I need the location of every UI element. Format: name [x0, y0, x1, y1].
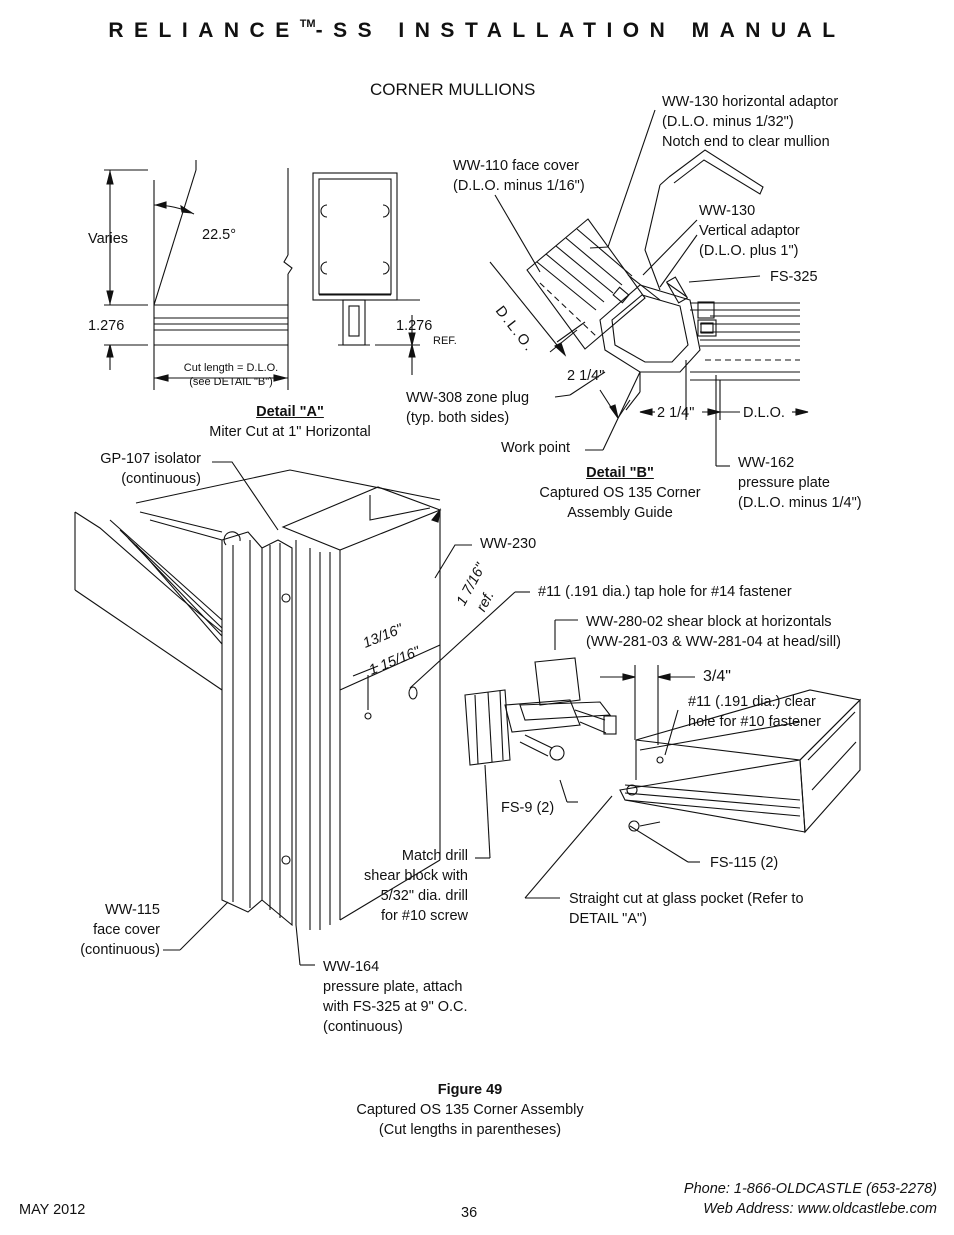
ww308-line-2: (typ. both sides): [406, 410, 510, 426]
ww115-line-3: (continuous): [80, 942, 160, 958]
figure-caption-text: Captured OS 135 Corner Assembly: [356, 1102, 584, 1118]
dim-2-1-4-horizontal: 2 1/4": [657, 405, 695, 421]
ww164-label: WW-164 pressure plate, attach with FS-32…: [323, 957, 468, 1037]
clear-hole-line-1: #11 (.191 dia.) clear: [688, 694, 816, 710]
detail-a-caption: Detail "A" Miter Cut at 1" Horizontal: [190, 402, 390, 442]
gp107-label: GP-107 isolator (continuous): [60, 449, 201, 489]
ww130v-line-1: WW-130: [699, 203, 756, 219]
figure-note: (Cut lengths in parentheses): [378, 1122, 562, 1138]
figure-number: Figure 49: [437, 1082, 503, 1098]
detail-a-dim-left: 1.276: [88, 318, 125, 334]
header-title: -SS INSTALLATION MANUAL: [315, 19, 846, 42]
detail-a-varies-label: Varies: [88, 231, 129, 247]
detail-b-subtitle-1: Captured OS 135 Corner: [539, 485, 701, 501]
match-drill-label: Match drill shear block with 5/32" dia. …: [337, 846, 468, 926]
ww130-vertical-label: WW-130 Vertical adaptor (D.L.O. plus 1"): [699, 201, 800, 261]
clear-hole-label: #11 (.191 dia.) clear hole for #10 faste…: [688, 692, 821, 732]
match-drill-line-2: shear block with: [364, 868, 468, 884]
ww130v-line-2: Vertical adaptor: [699, 223, 800, 239]
ww280-line-1: WW-280-02 shear block at horizontals: [586, 614, 832, 630]
ww164-line-3: with FS-325 at 9" O.C.: [323, 999, 468, 1015]
straight-cut-line-2: DETAIL "A"): [569, 911, 647, 927]
figure-caption: Figure 49 Captured OS 135 Corner Assembl…: [320, 1080, 620, 1140]
ww110-line-1: WW-110 face cover: [453, 158, 579, 174]
footer-page-number: 36: [461, 1205, 478, 1221]
ww115-line-2: face cover: [93, 922, 160, 938]
ww115-line-1: WW-115: [104, 902, 160, 918]
footer-contact: Phone: 1-866-OLDCASTLE (653-2278) Web Ad…: [600, 1179, 937, 1219]
ww130h-line-2: (D.L.O. minus 1/32"): [662, 114, 794, 130]
match-drill-line-4: for #10 screw: [380, 908, 468, 924]
straight-cut-line-1: Straight cut at glass pocket (Refer to: [569, 891, 804, 907]
ww280-label: WW-280-02 shear block at horizontals (WW…: [586, 612, 841, 652]
ww115-label: WW-115 face cover (continuous): [60, 900, 160, 960]
detail-a-dim-right: 1.276: [396, 318, 433, 334]
cut-length-line-2: (see DETAIL "B"): [189, 376, 273, 388]
detail-a-subtitle: Miter Cut at 1" Horizontal: [209, 424, 371, 440]
ww130v-line-3: (D.L.O. plus 1"): [699, 243, 799, 259]
detail-a-miter-drawing: [104, 160, 420, 390]
gp107-line-2: (continuous): [121, 471, 201, 487]
ww110-label: WW-110 face cover (D.L.O. minus 1/16"): [453, 156, 585, 196]
fs325-label: FS-325: [770, 269, 818, 285]
manual-header: RELIANCETM-SS INSTALLATION MANUAL: [0, 18, 954, 43]
ww110-line-2: (D.L.O. minus 1/16"): [453, 178, 585, 194]
detail-b-subtitle-2: Assembly Guide: [567, 505, 673, 521]
ww164-line-2: pressure plate, attach: [323, 979, 463, 995]
match-drill-line-1: Match drill: [401, 848, 468, 864]
ww280-line-2: (WW-281-03 & WW-281-04 at head/sill): [586, 634, 841, 650]
ww130h-line-3: Notch end to clear mullion: [662, 134, 830, 150]
fs115-label: FS-115 (2): [710, 855, 779, 871]
gp107-line-1: GP-107 isolator: [100, 451, 201, 467]
ww308-label: WW-308 zone plug (typ. both sides): [406, 388, 529, 428]
dlo-horizontal-label: D.L.O.: [743, 405, 785, 421]
ww162-label: WW-162 pressure plate (D.L.O. minus 1/4"…: [738, 453, 862, 513]
straight-cut-label: Straight cut at glass pocket (Refer to D…: [569, 889, 804, 929]
section-title: CORNER MULLIONS: [370, 80, 536, 99]
detail-a-cut-length: Cut length = D.L.O. (see DETAIL "B"): [166, 361, 296, 389]
trademark-mark: TM: [299, 18, 316, 30]
ww164-line-1: WW-164: [323, 959, 380, 975]
ww308-line-1: WW-308 zone plug: [406, 390, 530, 406]
detail-b-caption: Detail "B" Captured OS 135 Corner Assemb…: [520, 463, 720, 523]
detail-a-ref-label: REF.: [433, 335, 457, 347]
ww230-label: WW-230: [480, 536, 537, 552]
footer-date: MAY 2012: [19, 1202, 86, 1218]
work-point-label: Work point: [501, 440, 571, 456]
dim-3-4: 3/4": [703, 668, 731, 685]
footer-web: Web Address: www.oldcastlebe.com: [703, 1201, 937, 1217]
fs9-label: FS-9 (2): [501, 800, 555, 816]
detail-b-corner-section: [489, 109, 809, 467]
ww162-line-1: WW-162: [738, 455, 795, 471]
tap-hole-label: #11 (.191 dia.) tap hole for #14 fastene…: [538, 584, 792, 600]
dim-2-1-4-vertical: 2 1/4": [567, 368, 605, 384]
cut-length-line-1: Cut length = D.L.O.: [183, 362, 279, 374]
clear-hole-line-2: hole for #10 fastener: [688, 714, 822, 730]
detail-a-title: Detail "A": [256, 404, 324, 420]
mullion-assembly-drawing: [74, 461, 862, 966]
ww162-line-3: (D.L.O. minus 1/4"): [738, 495, 862, 511]
ww130-horizontal-label: WW-130 horizontal adaptor (D.L.O. minus …: [662, 92, 838, 152]
ww164-line-4: (continuous): [323, 1019, 403, 1035]
match-drill-line-3: 5/32" dia. drill: [380, 888, 468, 904]
detail-b-title: Detail "B": [586, 465, 654, 481]
ww130h-line-1: WW-130 horizontal adaptor: [662, 94, 839, 110]
footer-phone: Phone: 1-866-OLDCASTLE (653-2278): [683, 1181, 937, 1197]
header-brand: RELIANCE: [108, 19, 300, 42]
ww162-line-2: pressure plate: [738, 475, 830, 491]
detail-a-angle-label: 22.5°: [202, 227, 237, 243]
